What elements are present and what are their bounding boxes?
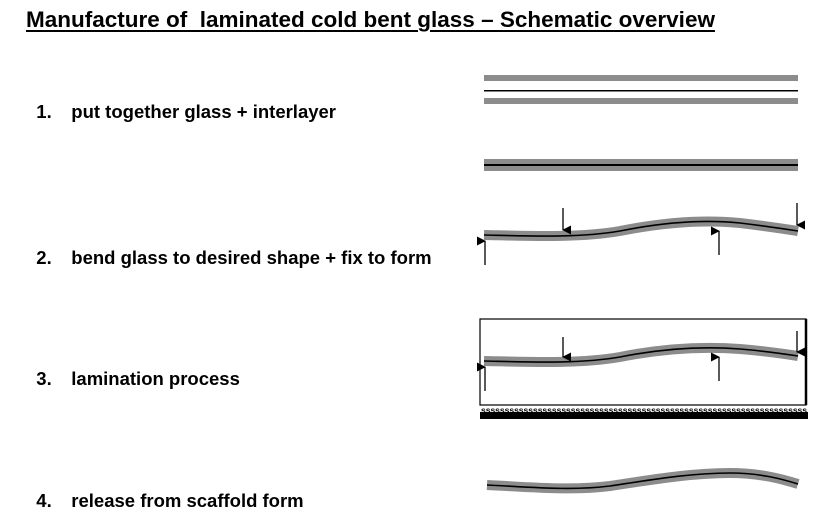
scaffold-base xyxy=(480,412,808,419)
step4-released-glass xyxy=(486,467,800,494)
step-label: bend glass to desired shape + fix to for… xyxy=(71,247,432,268)
step-3: 3. lamination process xyxy=(26,346,240,390)
step-2: 2. bend glass to desired shape + fix to f… xyxy=(26,225,432,269)
step-label: put together glass + interlayer xyxy=(71,101,337,122)
step2-bent-glass xyxy=(476,203,806,265)
scaffold-texture: ssssssssssssssssssssssssssssssssssssssss… xyxy=(481,405,807,415)
step-number: 1. xyxy=(36,101,52,122)
step1-separated-layers xyxy=(484,75,798,104)
step-1: 1. put together glass + interlayer xyxy=(26,79,336,123)
step-number: 4. xyxy=(36,490,52,511)
interlayer-film xyxy=(483,220,799,237)
interlayer-film xyxy=(483,347,799,363)
interlayer-film xyxy=(486,472,799,490)
page-title: Manufacture of laminated cold bent glass… xyxy=(26,7,715,32)
interlayer-film xyxy=(484,90,798,92)
step-4: 4. release from scaffold form xyxy=(26,468,304,512)
glass-pane-bottom xyxy=(484,98,798,104)
glass-pane-bottom xyxy=(484,166,798,171)
step-label: release from scaffold form xyxy=(71,490,304,511)
step-label: lamination process xyxy=(71,368,240,389)
glass-pane-top xyxy=(484,159,798,164)
step-number: 3. xyxy=(36,368,52,389)
step1-stacked-assembly xyxy=(484,159,798,171)
glass-pane-top xyxy=(484,75,798,81)
interlayer-film xyxy=(484,164,798,166)
step3-lamination: ssssssssssssssssssssssssssssssssssssssss… xyxy=(476,318,808,419)
step-number: 2. xyxy=(36,247,52,268)
